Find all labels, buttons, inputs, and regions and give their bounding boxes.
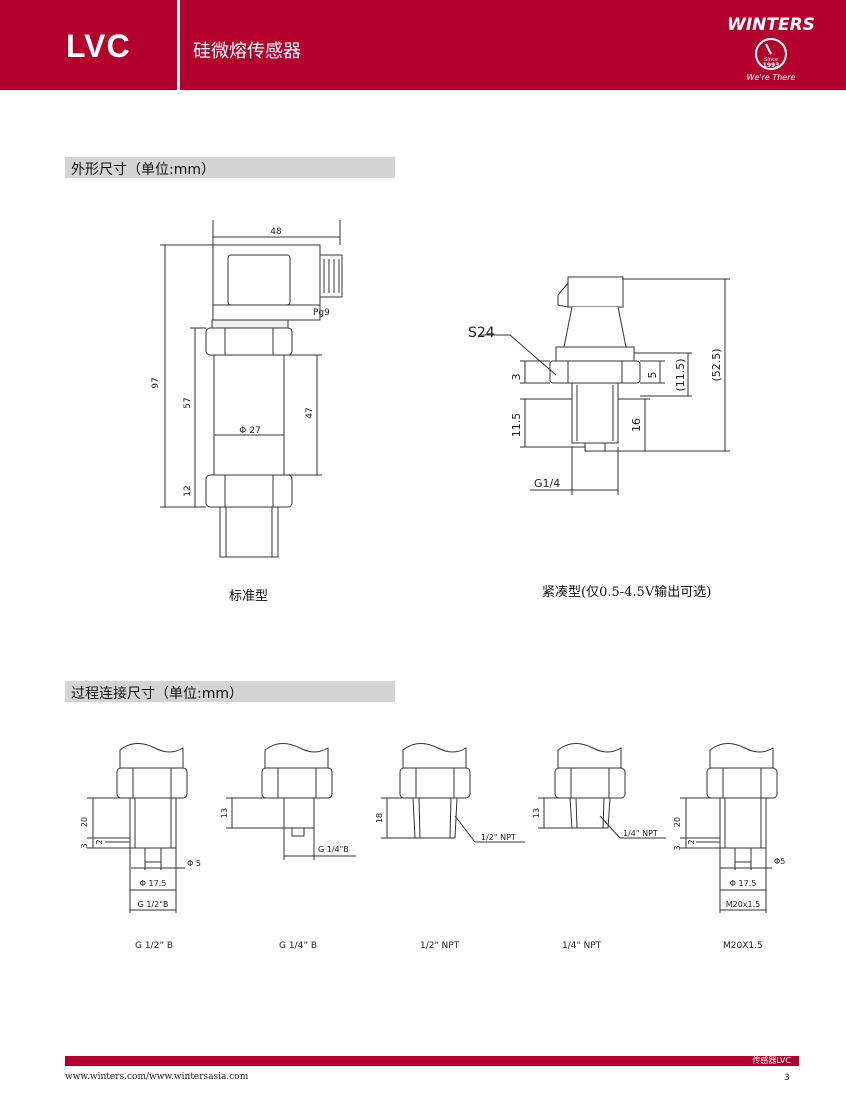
dimension-label: 2 — [95, 839, 104, 844]
dim-cable: Pg9 — [313, 308, 330, 318]
compact-type-caption: 紧凑型(仅0.5-4.5V输出可选) — [542, 585, 712, 600]
dim-d11-5b: 11.5 — [510, 413, 523, 438]
section-dimensions-bar: 外形尺寸（单位:mm） — [65, 157, 395, 178]
fitting-g12b-drawing: 20 3 2 Φ 5 Φ 17.5 G 1/2"B — [80, 743, 201, 913]
dimension-label: 18 — [375, 813, 384, 823]
logo-slogan: We're There — [747, 73, 796, 82]
dim-thread: G1/4 — [534, 477, 560, 490]
fitting-label-12npt: 1/2" NPT — [420, 941, 460, 951]
standard-type-caption: 标准型 — [229, 589, 269, 604]
section-dimensions-title: 外形尺寸（单位:mm） — [71, 162, 215, 178]
fitting-label-g14b: G 1/4” B — [279, 941, 318, 951]
logo-text: WINTERS — [728, 15, 814, 35]
winters-logo: WINTERS Since 1993 We're There — [728, 15, 814, 82]
fitting-label-14npt: 1/4" NPT — [562, 941, 602, 951]
product-title: 硅微熔传感器 — [193, 41, 301, 62]
dim-d16: 16 — [630, 418, 643, 432]
dimension-label: G 1/4"B — [318, 845, 349, 854]
footer-bar — [65, 1056, 799, 1066]
dim-bottom: 12 — [183, 485, 193, 496]
logo-since: Since — [764, 57, 778, 63]
page-header: LVC 硅微熔传感器 WINTERS Since 1993 We're Ther… — [0, 0, 846, 90]
dimension-label: 1/4" NPT — [623, 829, 658, 838]
dimension-label: 3 — [673, 845, 682, 850]
fitting-g14b-drawing: 13 G 1/4"B — [220, 743, 356, 860]
dim-d3: 3 — [510, 374, 523, 381]
dim-lower-height: 47 — [305, 407, 315, 418]
page-number: 3 — [784, 1073, 790, 1083]
footer-url[interactable]: www.winters.com/www.wintersasia.com — [65, 1072, 249, 1082]
header-divider — [177, 0, 180, 90]
dim-width: 48 — [270, 227, 282, 237]
fitting-12npt-drawing: 18 1/2" NPT — [375, 743, 525, 843]
dim-d52-5: (52.5) — [710, 348, 723, 381]
gauge-icon — [755, 38, 787, 70]
compact-type-drawing: S24 3 11.5 5 (11.5) 16 (52.5) G1/4 — [468, 276, 730, 495]
dimension-label: 20 — [80, 817, 89, 827]
standard-type-drawing: 48 Pg9 Φ 27 97 57 47 12 — [151, 220, 343, 558]
dimension-label: G 1/2"B — [138, 900, 169, 909]
dim-height: 97 — [151, 377, 161, 388]
section-connection-title: 过程连接尺寸（单位:mm） — [71, 686, 243, 702]
fitting-m20-drawing: 20 3 2 Φ5 Φ 17.5 M20x1.5 — [673, 743, 785, 913]
fitting-label-m20: M20X1.5 — [723, 941, 763, 951]
dimension-label: 13 — [220, 808, 229, 818]
dimension-label: 1/2" NPT — [481, 833, 516, 842]
footer-tag: 传感器LVC — [752, 1056, 791, 1065]
dimension-label: 3 — [80, 843, 89, 848]
dimension-label: 20 — [673, 817, 682, 827]
dimension-label: Φ 5 — [187, 859, 201, 868]
fitting-label-g12b: G 1/2” B — [135, 941, 174, 951]
model-name: LVC — [66, 28, 131, 64]
dimension-label: M20x1.5 — [726, 900, 761, 909]
dim-d11-5a: (11.5) — [674, 358, 687, 391]
dimension-label: 13 — [532, 808, 541, 818]
dimension-label: Φ 17.5 — [730, 879, 757, 888]
dim-body-height: 57 — [183, 397, 193, 408]
section-connection-bar: 过程连接尺寸（单位:mm） — [65, 681, 395, 702]
dim-d5: 5 — [646, 372, 659, 379]
fitting-14npt-drawing: 13 1/4" NPT — [532, 743, 666, 839]
dimension-label: 2 — [687, 839, 696, 844]
dimension-label: Φ 17.5 — [140, 879, 167, 888]
dimension-label: Φ5 — [774, 857, 785, 866]
dim-wrench: S24 — [468, 325, 495, 341]
dim-diameter: Φ 27 — [239, 426, 260, 436]
logo-year: 1993 — [763, 62, 780, 69]
